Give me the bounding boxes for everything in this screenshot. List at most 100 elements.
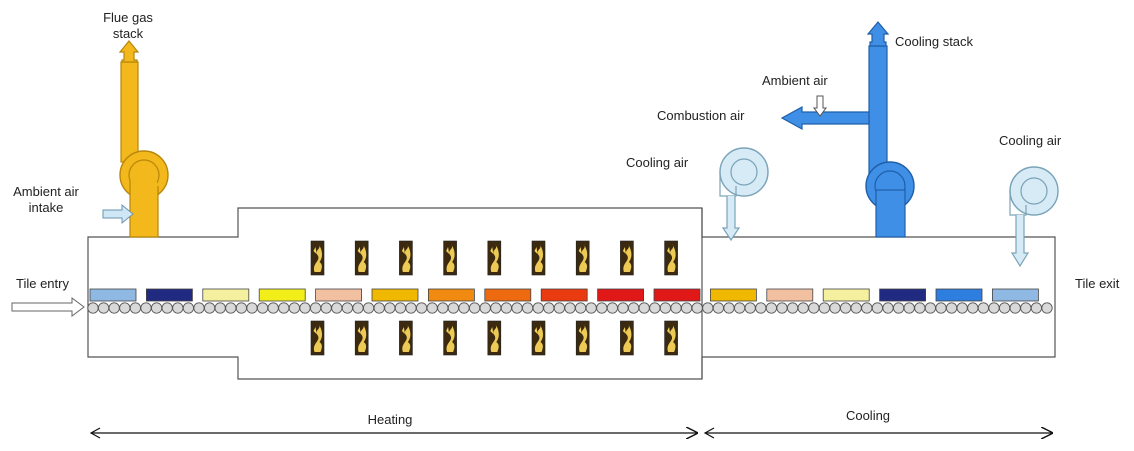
roller xyxy=(299,302,311,314)
roller xyxy=(500,302,513,314)
cooling-air-fan-left xyxy=(719,147,769,242)
roller xyxy=(585,302,597,314)
roller xyxy=(744,302,756,314)
roller xyxy=(670,302,682,314)
roller xyxy=(617,302,629,314)
tile xyxy=(89,288,137,302)
roller xyxy=(225,302,237,314)
roller xyxy=(564,302,576,314)
cooling-label: Cooling xyxy=(845,408,891,423)
burner-flame xyxy=(575,240,590,276)
roller xyxy=(108,302,120,314)
roller xyxy=(977,302,990,314)
burner-flame xyxy=(443,320,457,356)
roller xyxy=(532,302,544,314)
cooling-air-left-label: Cooling air xyxy=(626,155,689,170)
roller xyxy=(129,302,142,314)
roller xyxy=(331,302,343,314)
roller xyxy=(426,302,438,314)
heating-label: Heating xyxy=(367,412,413,427)
roller xyxy=(691,302,703,314)
roller xyxy=(172,302,184,314)
cooling-stack-label: Cooling stack xyxy=(895,34,974,49)
tile xyxy=(371,288,419,302)
tile xyxy=(822,288,870,302)
burner-flame xyxy=(310,240,325,276)
roller xyxy=(818,302,831,314)
roller xyxy=(490,302,502,314)
roller xyxy=(235,302,248,314)
roller xyxy=(458,302,470,314)
roller xyxy=(320,302,332,314)
tile xyxy=(540,288,588,302)
cooling-stack xyxy=(780,21,915,238)
roller xyxy=(119,302,131,314)
roller xyxy=(437,302,449,314)
tile xyxy=(315,288,363,302)
roller xyxy=(702,302,714,314)
ambient-air-arrow xyxy=(813,95,827,117)
roller xyxy=(861,302,873,314)
roller xyxy=(998,302,1011,314)
roller xyxy=(850,302,862,314)
ambient-air-intake-arrow xyxy=(102,203,134,225)
roller xyxy=(87,302,99,314)
combustion-air-label: Combustion air xyxy=(657,108,745,123)
roller xyxy=(543,302,555,314)
roller xyxy=(808,302,820,314)
burner-array xyxy=(310,240,678,356)
roller xyxy=(786,302,799,314)
roller xyxy=(256,302,269,314)
tile xyxy=(484,288,532,302)
roller xyxy=(723,302,735,314)
burner-flame xyxy=(664,320,678,356)
roller xyxy=(203,302,216,314)
roller xyxy=(776,302,788,314)
roller xyxy=(829,302,841,314)
roller xyxy=(797,302,809,314)
cooling-span-arrow xyxy=(703,428,1052,438)
burner-flame xyxy=(354,320,369,356)
roller xyxy=(150,302,163,314)
roller xyxy=(914,302,926,314)
flue-gas-stack-label-line2: stack xyxy=(112,26,144,41)
tile-row xyxy=(89,288,1039,302)
ambient-air-label: Ambient air xyxy=(762,73,828,88)
flue-gas-stack-label: Flue gas stack xyxy=(96,10,160,42)
roller xyxy=(659,302,672,314)
roller xyxy=(935,302,947,314)
burner-flame xyxy=(487,240,502,276)
roller xyxy=(140,302,152,314)
burner-flame xyxy=(664,240,678,276)
roller xyxy=(755,302,767,314)
tile-entry-arrow xyxy=(11,297,85,317)
roller xyxy=(447,302,460,314)
roller xyxy=(362,302,375,314)
ambient-air-intake-label-line2: intake xyxy=(28,200,64,215)
cooling-air-fan-right xyxy=(1009,166,1059,268)
roller xyxy=(712,302,725,314)
roller xyxy=(1041,302,1053,314)
burner-flame xyxy=(531,240,546,276)
roller xyxy=(405,302,417,314)
tile-exit-label: Tile exit xyxy=(1075,276,1120,291)
flue-gas-stack-label-line1: Flue gas xyxy=(103,10,153,25)
roller xyxy=(1030,302,1043,314)
roller xyxy=(680,302,693,314)
roller xyxy=(352,302,364,314)
roller xyxy=(733,302,746,314)
roller xyxy=(553,302,566,314)
roller xyxy=(309,302,322,314)
roller-conveyor xyxy=(87,302,1053,314)
roller xyxy=(892,302,905,314)
burner-flame xyxy=(443,240,457,276)
roller xyxy=(278,302,290,314)
roller xyxy=(924,302,937,314)
roller xyxy=(574,302,587,314)
cooling-air-right-label: Cooling air xyxy=(999,133,1062,148)
tile xyxy=(258,288,306,302)
tile xyxy=(597,288,644,302)
roller xyxy=(415,302,428,314)
roller xyxy=(606,302,619,314)
